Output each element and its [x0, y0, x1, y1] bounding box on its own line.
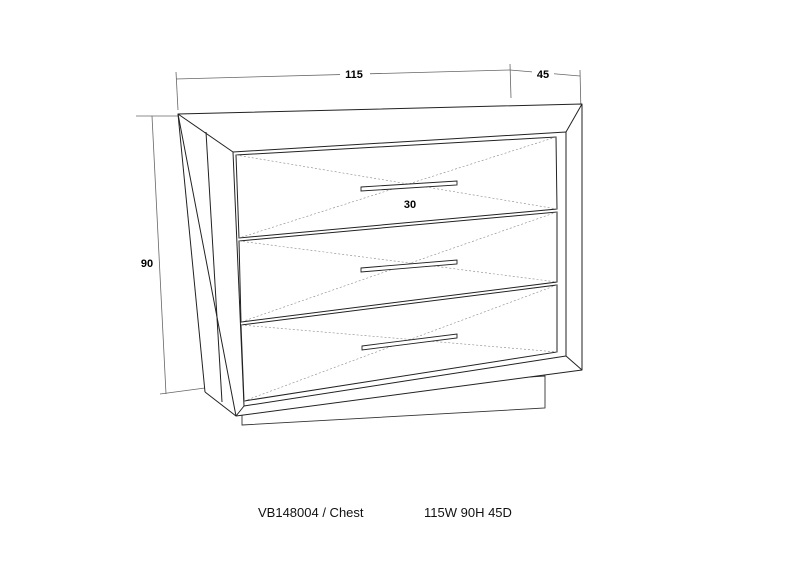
product-size-caption: 115W 90H 45D [424, 505, 512, 520]
width-label: 115 [345, 69, 363, 81]
height-extension-bottom [159, 387, 206, 395]
handle-top [360, 180, 458, 192]
drawer-handles [360, 180, 458, 351]
drawer-diagonals [235, 136, 558, 402]
product-code-caption: VB148004 / Chest [258, 505, 364, 520]
height-label: 90 [141, 258, 153, 270]
width-extension-right [509, 63, 512, 99]
handle-length-label: 30 [404, 199, 416, 211]
width-extension-left [175, 71, 179, 111]
handle-bottom [361, 333, 458, 351]
handle-middle [360, 259, 458, 273]
depth-label: 45 [537, 69, 549, 81]
height-dimension-line [151, 115, 167, 395]
